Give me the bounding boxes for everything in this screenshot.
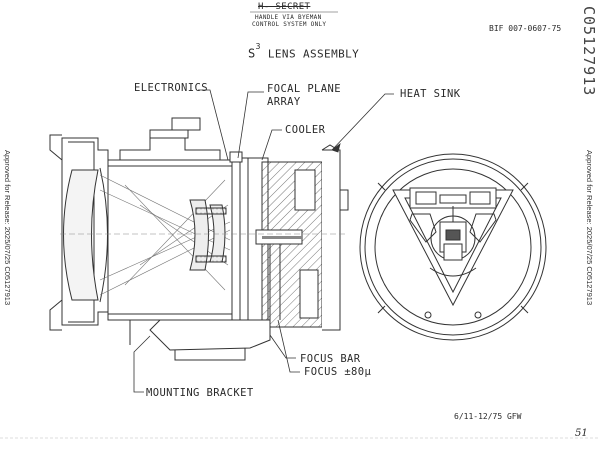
label-focus-bar: FOCUS BAR [300, 353, 361, 365]
title-superscript: 3 [255, 42, 261, 51]
front-ring [68, 141, 95, 323]
document-reference: BIF 007-0607-75 [489, 24, 562, 33]
label-focal-plane: FOCAL PLANE [267, 83, 341, 95]
side-view [49, 117, 349, 361]
lens-spacer [195, 207, 227, 215]
page-title: S3 LENS ASSEMBLY [248, 42, 360, 61]
front-view [359, 153, 547, 341]
page-number: 51 [575, 428, 588, 439]
label-mounting-bracket: MOUNTING BRACKET [146, 387, 254, 399]
title-prefix: S [248, 46, 256, 61]
handling-line-2: CONTROL SYSTEM ONLY [252, 21, 327, 28]
front-lens [63, 169, 99, 301]
relay-lens-1 [189, 199, 209, 271]
outer-housing-circle [359, 153, 547, 341]
leader-lines [60, 89, 394, 393]
upper-housing [119, 137, 221, 160]
top-bar [409, 187, 497, 209]
inner-housing-circle [374, 168, 532, 326]
handling-line-1: HANDLE VIA BYEMAN [255, 14, 322, 21]
label-heat-sink: HEAT SINK [400, 88, 461, 100]
mounting-bracket [149, 319, 271, 351]
classification-marking: H‐ SECRET [258, 2, 311, 12]
heat-sink-flange [322, 149, 341, 331]
footer-date-initials: 6/11-12/75 GFW [454, 412, 522, 421]
label-focus-range: FOCUS ±80μ [304, 366, 372, 378]
label-electronics: ELECTRONICS [134, 82, 208, 94]
title-rest: LENS ASSEMBLY [267, 47, 360, 61]
label-focal-plane-array: ARRAY [267, 96, 301, 108]
label-cooler: COOLER [285, 124, 326, 136]
